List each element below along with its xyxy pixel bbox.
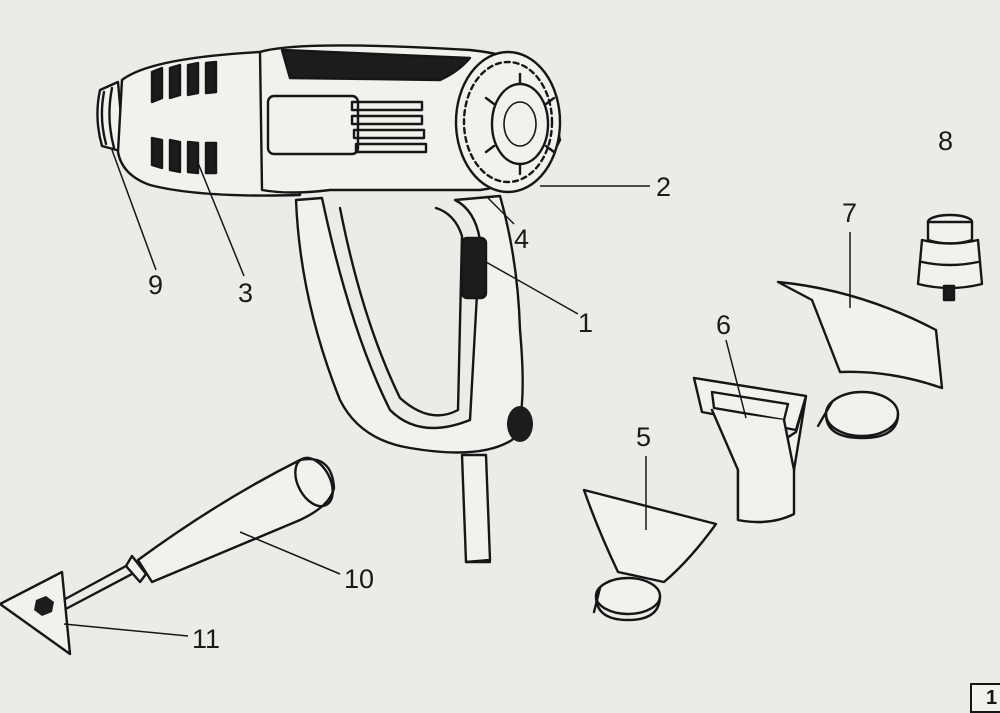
rear-grille: [454, 50, 562, 194]
callout-6: 6: [716, 310, 731, 340]
callout-4: 4: [514, 224, 529, 254]
callout-7: 7: [842, 198, 857, 228]
callout-8: 8: [938, 126, 953, 156]
accessory-11-scraper-blade: [0, 570, 72, 656]
gun-handle: [294, 194, 524, 454]
gun-barrel: [116, 48, 302, 197]
leader-lines: [63, 149, 851, 637]
accessory-8-reducer-nozzle: [916, 213, 984, 302]
callout-10: 10: [344, 564, 374, 594]
page-number: 1: [986, 687, 998, 709]
callout-9: 9: [148, 270, 163, 300]
accessory-7-spreader-nozzle: [776, 280, 944, 440]
callout-1: 1: [578, 308, 593, 338]
accessory-10-scraper-handle: [54, 456, 336, 614]
barrel-vents: [150, 60, 218, 175]
top-display-window: [280, 48, 472, 82]
callout-5: 5: [636, 422, 651, 452]
power-switch: [460, 236, 488, 300]
gun-nozzle-outlet: [96, 80, 126, 154]
accessory-6-flat-nozzle: [692, 376, 808, 524]
callout-3: 3: [238, 278, 253, 308]
page-number-box: 1: [970, 683, 1000, 713]
accessory-5-reflector-nozzle: [582, 488, 718, 622]
callout-labels: 1 2 3 4 5 6 7 8 9 10 11: [148, 126, 953, 654]
cord-knob: [507, 406, 533, 442]
power-cord: [460, 453, 492, 564]
callout-11: 11: [192, 624, 220, 654]
heat-gun: [96, 44, 562, 564]
side-vents: [350, 100, 428, 154]
callout-2: 2: [656, 172, 671, 202]
